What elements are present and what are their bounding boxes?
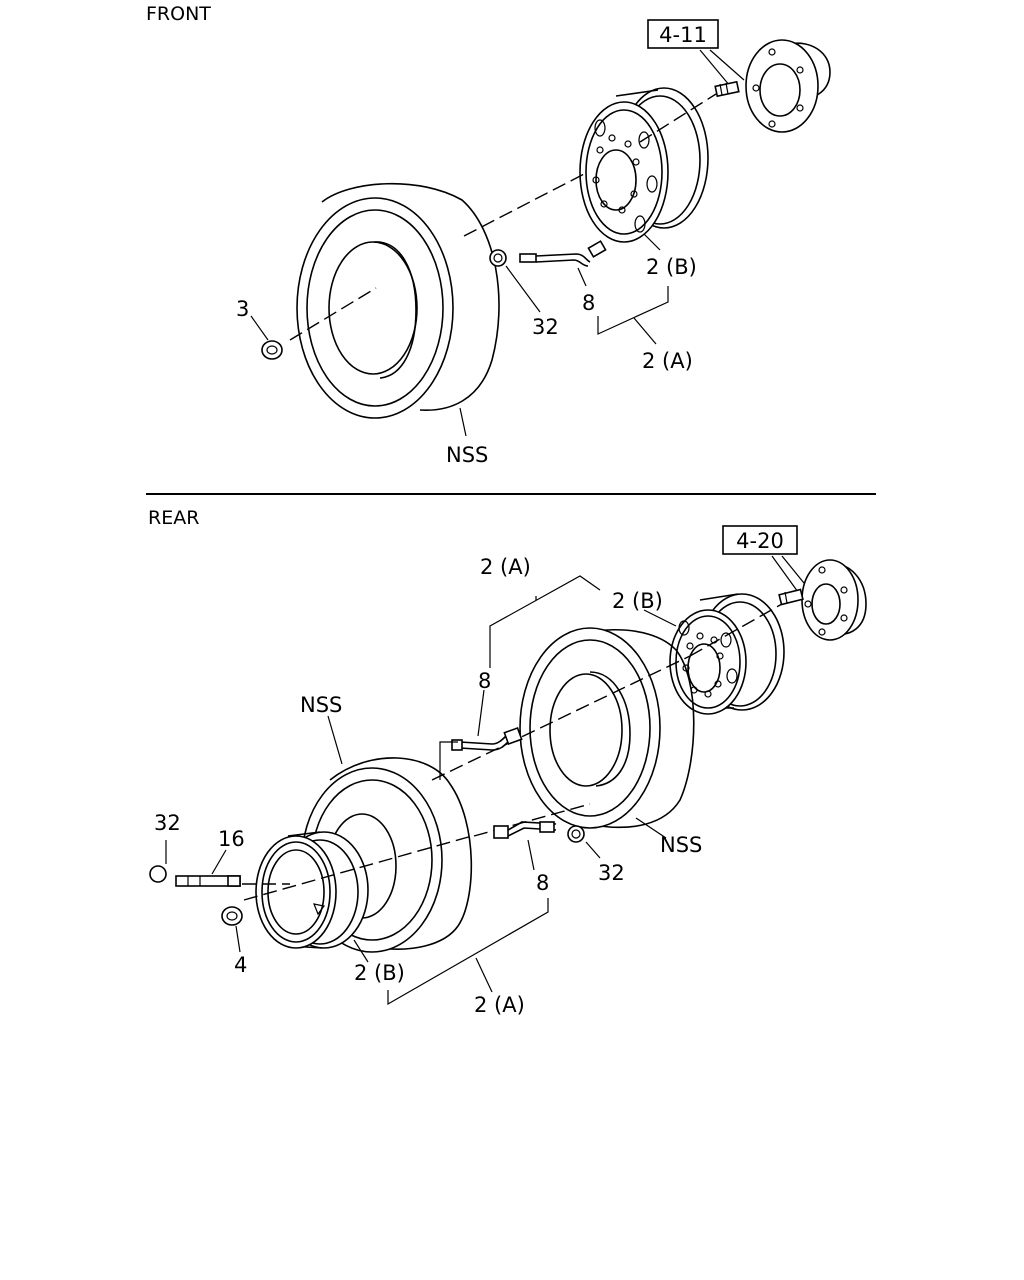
- rear-section-title: REAR: [148, 507, 199, 529]
- front-tire: [296, 182, 500, 419]
- front-ref-box[interactable]: 4-11: [647, 19, 719, 49]
- front-label-disc-inner: 2 (B): [646, 255, 697, 279]
- rear-ref-box[interactable]: 4-20: [722, 525, 798, 555]
- front-label-nut: 3: [236, 297, 249, 321]
- rear-inner-tire: [519, 627, 695, 829]
- rear-label-extension-top: 8: [478, 669, 491, 693]
- rear-wheel-nut: [221, 906, 243, 926]
- front-valve-extension: [519, 240, 607, 267]
- rear-hub: [801, 559, 867, 641]
- rear-label-disc-inner-bottom: 2 (B): [354, 961, 405, 985]
- front-label-extension: 8: [582, 291, 595, 315]
- rear-long-extension: [175, 875, 241, 887]
- front-label-valve-cap: 32: [532, 315, 559, 339]
- front-hub: [745, 39, 831, 133]
- rear-ref-box-label: 4-20: [736, 529, 784, 553]
- rear-valve-extension-lower: [493, 821, 557, 839]
- rear-hub-bolt: [778, 588, 804, 606]
- front-wheel-disc: [579, 87, 709, 243]
- rear-outer-wheel-disc: [255, 831, 369, 949]
- front-label-disc-assy: 2 (A): [642, 349, 693, 373]
- front-section-title: FRONT: [146, 3, 211, 25]
- rear-label-tire-inner: NSS: [660, 833, 702, 857]
- front-label-tire: NSS: [446, 443, 488, 467]
- rear-label-extension-bottom: 8: [536, 871, 549, 895]
- front-ref-box-label: 4-11: [659, 23, 707, 47]
- rear-label-cap-right: 32: [598, 861, 625, 885]
- rear-label-disc-inner-top: 2 (B): [612, 589, 663, 613]
- rear-label-disc-assy-bottom: 2 (A): [474, 993, 525, 1017]
- rear-valve-cap-right: [567, 825, 585, 843]
- rear-inner-wheel-disc: [669, 593, 785, 715]
- rear-label-disc-assy-top: 2 (A): [480, 555, 531, 579]
- rear-valve-extension-upper: [451, 726, 523, 751]
- rear-label-nut: 4: [234, 953, 247, 977]
- rear-label-tire-outer: NSS: [300, 693, 342, 717]
- front-hub-bolt: [714, 80, 740, 98]
- rear-valve-cap-left: [149, 865, 167, 883]
- rear-label-cap-left: 32: [154, 811, 181, 835]
- front-valve-cap: [489, 249, 507, 267]
- front-wheel-nut: [261, 340, 283, 360]
- rear-label-extension-long: 16: [218, 827, 245, 851]
